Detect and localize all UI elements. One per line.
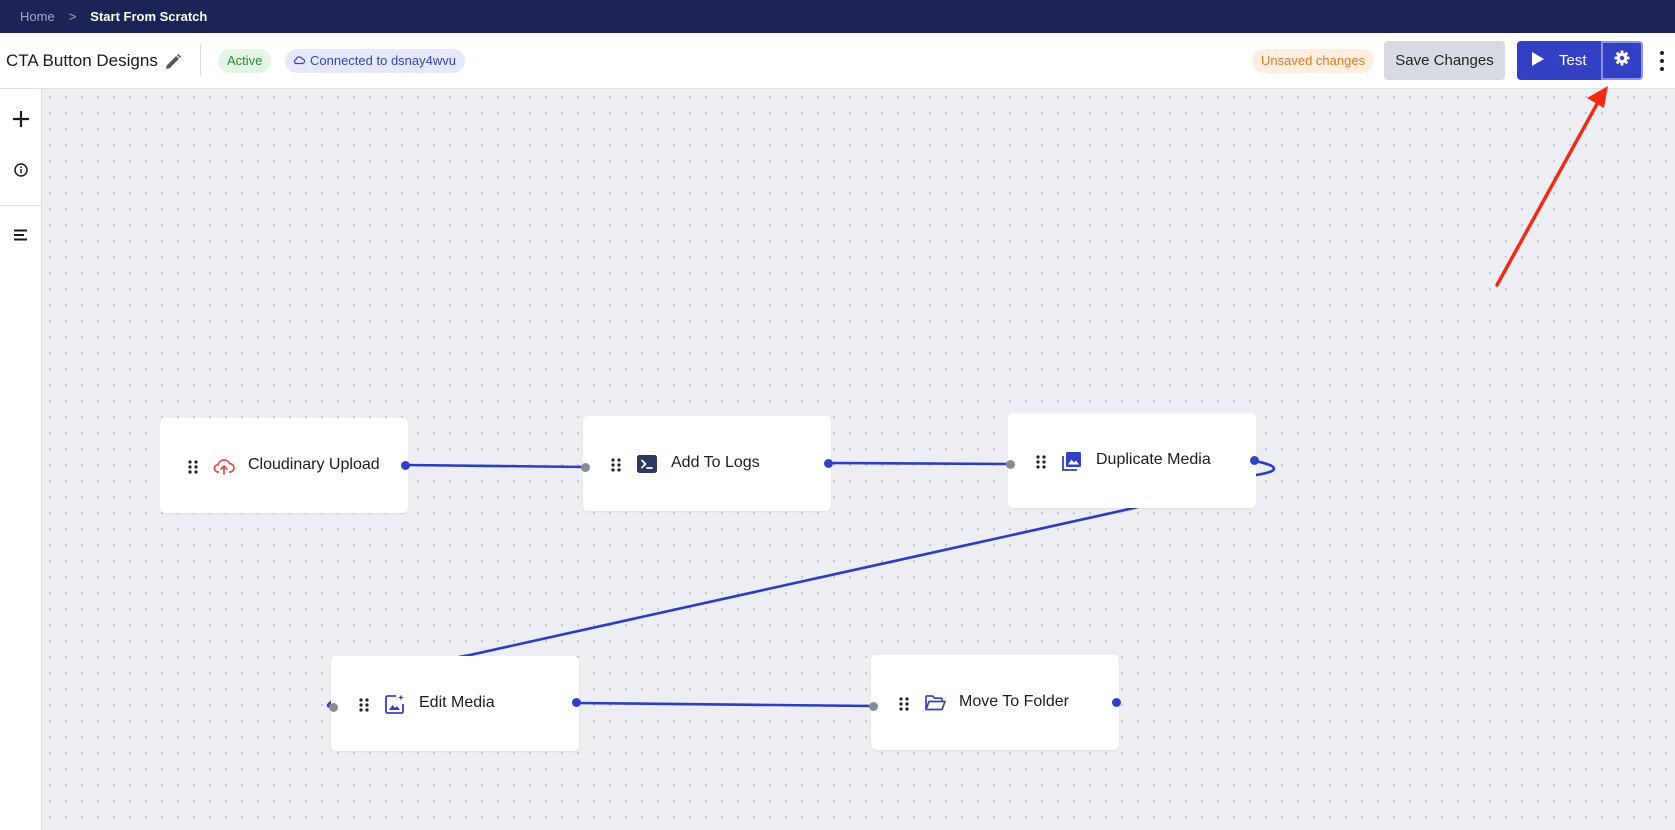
input-handle[interactable] xyxy=(1006,460,1015,469)
node-label: Cloudinary Upload xyxy=(248,456,380,473)
output-handle[interactable] xyxy=(1250,456,1259,465)
logs-panel-button[interactable] xyxy=(7,223,35,251)
play-icon xyxy=(1531,51,1545,71)
output-handle[interactable] xyxy=(401,461,410,470)
more-options-icon[interactable] xyxy=(1656,49,1668,73)
workflow-header: CTA Button Designs Active Connected to d… xyxy=(0,33,1675,89)
info-button[interactable] xyxy=(7,158,35,186)
workflow-node-move-to-folder[interactable]: Move To Folder xyxy=(869,655,1121,750)
status-badge: Active xyxy=(218,49,272,73)
drag-handle-icon[interactable] xyxy=(188,460,198,474)
output-handle[interactable] xyxy=(1112,698,1121,707)
input-handle[interactable] xyxy=(869,702,878,711)
node-label: Add To Logs xyxy=(671,454,760,471)
save-changes-button[interactable]: Save Changes xyxy=(1384,41,1505,80)
drag-handle-icon[interactable] xyxy=(1036,455,1046,469)
page-title: CTA Button Designs xyxy=(6,51,158,70)
terminal-icon xyxy=(636,453,658,475)
drag-handle-icon[interactable] xyxy=(899,697,909,711)
test-button[interactable]: Test xyxy=(1517,41,1601,80)
pencil-icon[interactable] xyxy=(163,52,183,72)
test-button-label: Test xyxy=(1559,52,1587,69)
node-label: Edit Media xyxy=(419,694,495,711)
workflow-node-duplicate-media[interactable]: Duplicate Media xyxy=(1006,413,1259,508)
node-label: Move To Folder xyxy=(959,693,1069,710)
input-handle[interactable] xyxy=(581,463,590,472)
workflow-node-edit-media[interactable]: Edit Media xyxy=(329,656,581,751)
connection-label: Connected to dsnay4wvu xyxy=(310,53,456,68)
info-icon xyxy=(13,162,29,183)
add-node-button[interactable] xyxy=(7,107,35,135)
breadcrumb-separator: > xyxy=(68,9,77,24)
list-icon xyxy=(13,228,29,247)
connection-badge: Connected to dsnay4wvu xyxy=(285,49,465,73)
images-icon xyxy=(1061,450,1083,472)
node-label: Duplicate Media xyxy=(1096,451,1211,468)
drag-handle-icon[interactable] xyxy=(359,698,369,712)
unsaved-changes-badge: Unsaved changes xyxy=(1252,49,1375,73)
breadcrumb: Home > Start From Scratch xyxy=(0,0,1675,33)
left-toolbar xyxy=(0,89,42,830)
cloud-upload-icon xyxy=(213,455,235,477)
folder-open-icon xyxy=(924,692,946,714)
output-handle[interactable] xyxy=(572,698,581,707)
cloud-icon xyxy=(293,49,306,73)
output-handle[interactable] xyxy=(824,459,833,468)
test-settings-button[interactable] xyxy=(1601,41,1643,80)
header-divider xyxy=(200,44,201,76)
breadcrumb-current: Start From Scratch xyxy=(90,9,208,24)
input-handle[interactable] xyxy=(329,703,338,712)
plus-icon xyxy=(11,109,31,134)
image-edit-icon xyxy=(384,693,406,715)
gear-icon xyxy=(1614,50,1630,71)
breadcrumb-home-link[interactable]: Home xyxy=(20,9,55,24)
workflow-node-add-to-logs[interactable]: Add To Logs xyxy=(581,416,833,511)
workflow-node-cloudinary-upload[interactable]: Cloudinary Upload xyxy=(160,418,410,513)
sidebar-divider xyxy=(0,205,41,206)
drag-handle-icon[interactable] xyxy=(611,458,621,472)
